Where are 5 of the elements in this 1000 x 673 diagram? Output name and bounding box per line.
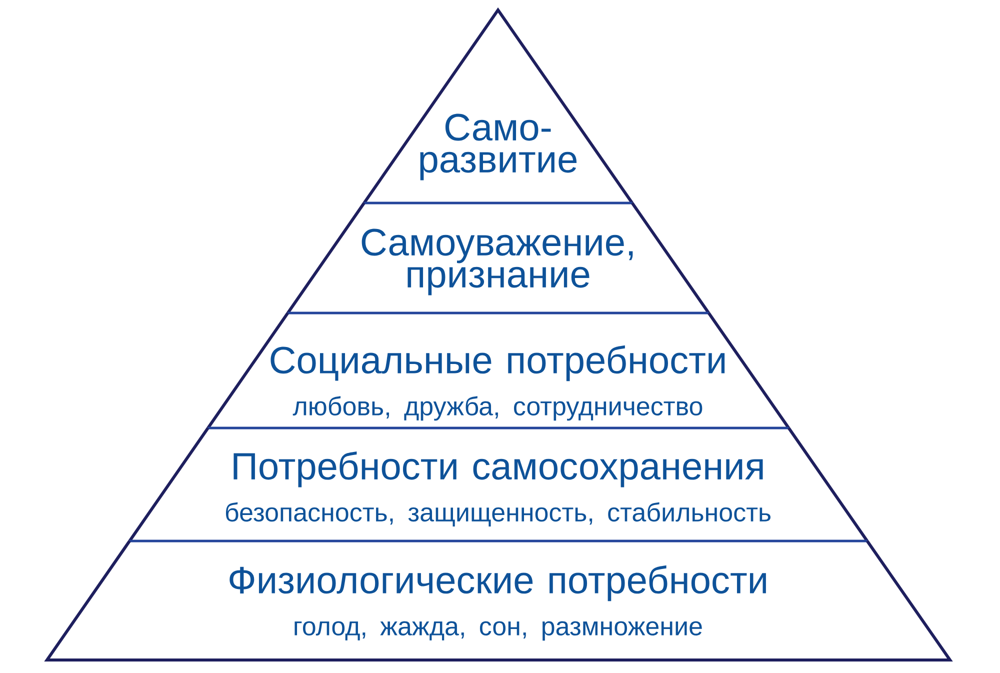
pyramid-level: Социальные потребности любовь, дружба, сотрудничество <box>206 312 790 430</box>
pyramid-level: Самоуважение, признание <box>286 202 710 314</box>
pyramid-level: Само- развитие <box>362 7 634 204</box>
pyramid-level: Физиологические потребности голод, жажда, сон, размножение <box>44 540 953 662</box>
pyramid-level: Потребности самосохранения безопасность, защищенность, стабильность <box>128 426 869 542</box>
